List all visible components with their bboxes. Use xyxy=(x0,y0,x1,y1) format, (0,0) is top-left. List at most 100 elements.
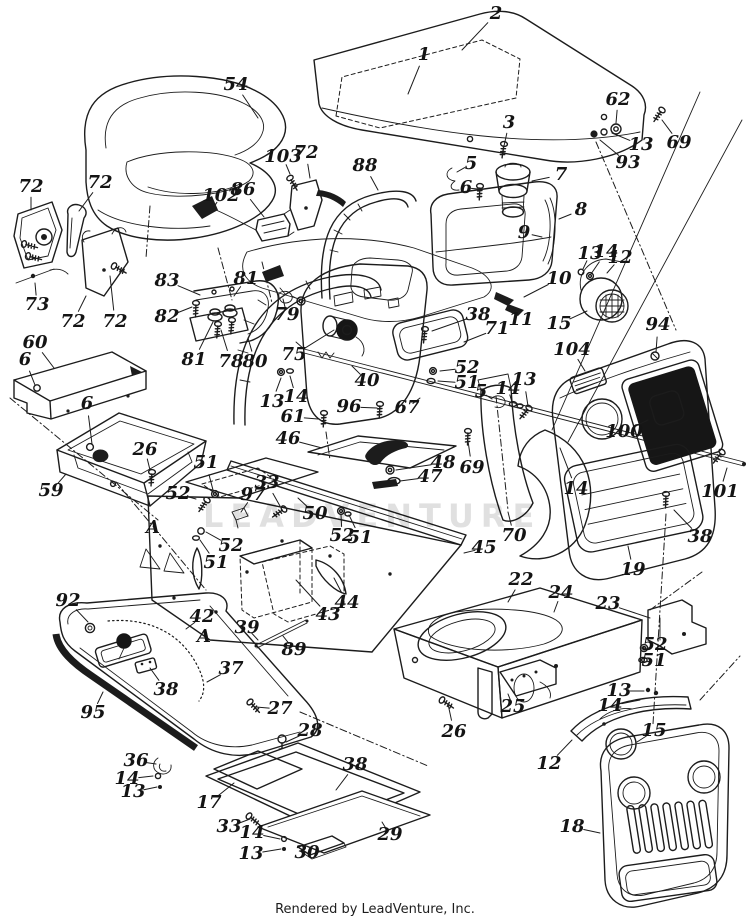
part-label-100: 100 xyxy=(605,421,643,442)
part-label-48: 48 xyxy=(430,452,456,473)
part-label-72: 72 xyxy=(102,311,128,332)
leader-line xyxy=(599,139,620,156)
part-label-69: 69 xyxy=(459,457,485,478)
part-label-101: 101 xyxy=(701,481,739,502)
leader-line xyxy=(553,601,559,613)
fastener-pair-mid xyxy=(276,367,295,377)
part-label-46: 46 xyxy=(275,428,301,449)
leader-line xyxy=(360,406,378,409)
leader-line xyxy=(615,109,618,124)
leader-line xyxy=(282,298,286,309)
part-label-23: 23 xyxy=(595,593,621,614)
leader-line xyxy=(237,818,251,824)
leader-line xyxy=(512,307,518,316)
watermark-flame-icon xyxy=(517,429,592,560)
part-label-93: 93 xyxy=(615,152,641,173)
part-label-11: 11 xyxy=(508,309,534,330)
leader-line xyxy=(381,821,387,830)
part-label-5: 5 xyxy=(474,381,488,402)
part-label-81: 81 xyxy=(233,268,259,289)
part-label-70: 70 xyxy=(501,525,527,546)
part-label-14: 14 xyxy=(114,768,140,789)
part-label-62: 62 xyxy=(605,89,631,110)
part-label-82: 82 xyxy=(154,306,180,327)
part-label-52: 52 xyxy=(218,535,244,556)
leader-line xyxy=(611,132,631,141)
watermark-text: LEADVENTURE xyxy=(203,497,542,535)
seat-deck xyxy=(242,238,492,322)
part-label-38: 38 xyxy=(687,526,713,547)
leader-line xyxy=(370,176,379,191)
part-label-51: 51 xyxy=(454,372,480,393)
leader-line xyxy=(503,132,508,147)
leader-line xyxy=(463,549,476,554)
leader-line xyxy=(643,646,651,651)
leader-line xyxy=(143,786,158,791)
frame-tunnel-45 xyxy=(115,457,467,653)
part-label-33: 33 xyxy=(216,816,242,837)
leader-line xyxy=(590,261,600,275)
leader-line xyxy=(461,22,489,51)
leader-line xyxy=(247,337,253,352)
part-label-14: 14 xyxy=(597,695,623,716)
part-label-43: 43 xyxy=(315,604,341,625)
shift-plate-46 xyxy=(307,400,473,489)
part-label-A: A xyxy=(146,517,160,538)
part-label-42: 42 xyxy=(189,606,215,627)
part-label-51: 51 xyxy=(203,552,229,573)
part-label-6: 6 xyxy=(459,177,473,198)
heat-shield-60 xyxy=(9,351,159,521)
part-label-13: 13 xyxy=(628,134,654,155)
leader-line xyxy=(523,284,549,298)
part-label-80: 80 xyxy=(242,351,268,372)
leader-line xyxy=(138,775,154,779)
part-label-29: 29 xyxy=(377,824,403,845)
leader-line xyxy=(220,329,228,351)
part-label-51: 51 xyxy=(193,452,219,473)
leader-line xyxy=(285,735,300,743)
hood-top-2 xyxy=(313,10,647,163)
part-label-69: 69 xyxy=(666,132,692,153)
part-label-28: 28 xyxy=(297,720,323,741)
part-label-7: 7 xyxy=(554,164,568,185)
leader-line xyxy=(456,167,466,173)
leader-line xyxy=(606,264,615,274)
part-label-72: 72 xyxy=(293,142,319,163)
leader-line xyxy=(307,163,311,179)
part-label-51: 51 xyxy=(347,527,373,548)
part-label-88: 88 xyxy=(352,155,378,176)
part-label-73: 73 xyxy=(24,294,50,315)
part-label-14: 14 xyxy=(495,378,521,399)
part-label-75: 75 xyxy=(281,344,307,365)
leader-line xyxy=(242,94,259,119)
leader-line xyxy=(88,415,93,445)
leader-line xyxy=(272,492,281,507)
part-label-12: 12 xyxy=(607,247,633,268)
grille-18 xyxy=(570,655,741,908)
leader-line xyxy=(627,545,632,560)
part-label-54: 54 xyxy=(223,74,249,95)
part-label-14: 14 xyxy=(239,822,265,843)
part-label-14: 14 xyxy=(593,241,619,262)
leader-line xyxy=(351,365,361,375)
leader-line xyxy=(431,318,468,332)
leader-line xyxy=(655,336,658,353)
leader-line xyxy=(205,531,221,541)
part-label-38: 38 xyxy=(465,304,491,325)
seat-brackets-72 xyxy=(13,201,129,297)
leader-line xyxy=(348,514,356,529)
running-board-37 xyxy=(52,592,319,791)
leader-line xyxy=(41,352,55,369)
hood-fasteners xyxy=(446,91,743,443)
leader-line xyxy=(275,377,282,392)
leader-line xyxy=(395,464,432,471)
part-label-13: 13 xyxy=(511,369,537,390)
leader-line xyxy=(198,321,214,350)
part-label-24: 24 xyxy=(548,582,574,603)
leader-line xyxy=(251,632,259,641)
leader-line xyxy=(109,275,115,311)
leader-line xyxy=(583,829,601,834)
part-label-19: 19 xyxy=(620,559,646,580)
